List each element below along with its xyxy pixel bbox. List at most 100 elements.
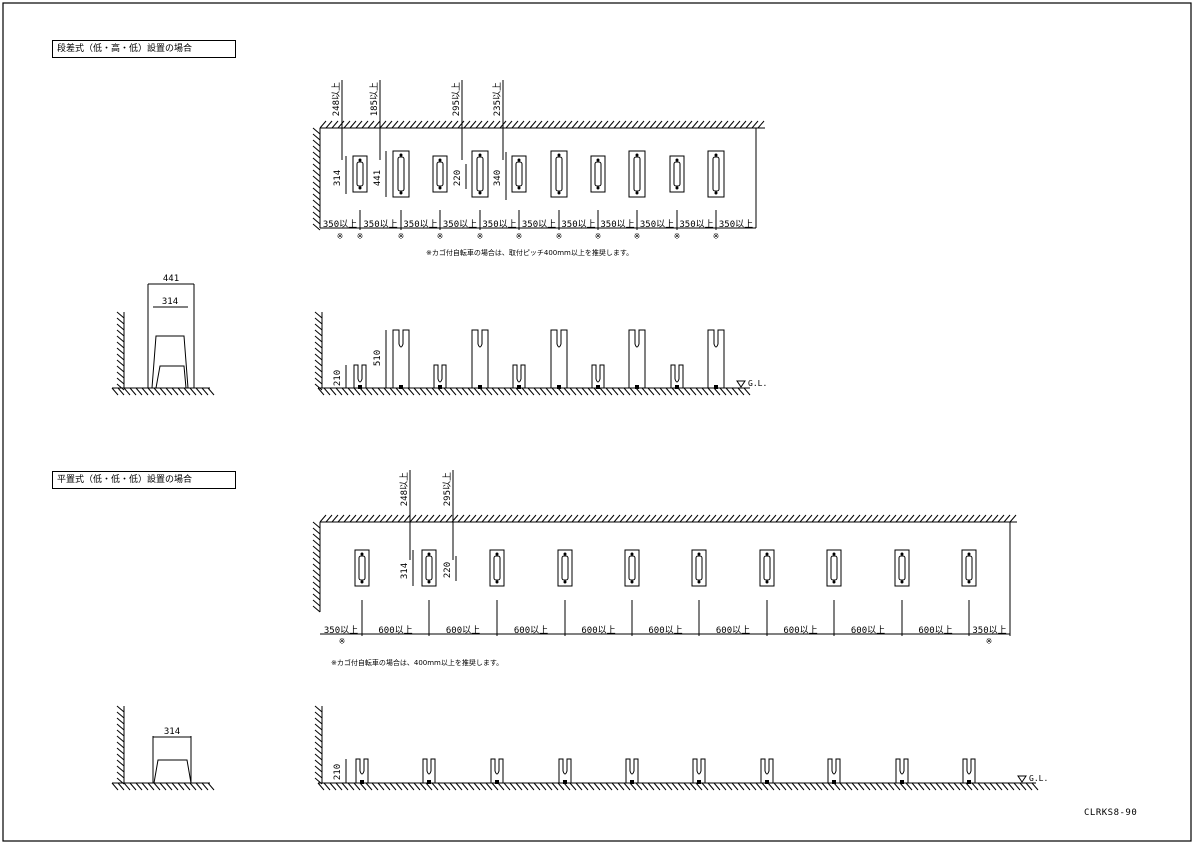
wall-side-s2-hatch <box>116 729 125 737</box>
rack-foot-s1 <box>358 385 362 389</box>
dim-gap-label-s2: 600以上 <box>378 625 412 636</box>
ground-s1-hatch <box>611 387 619 396</box>
wall-left-s1-hatch <box>312 169 321 177</box>
rack-bolt-s2 <box>967 580 971 584</box>
wall-top-s2-hatch <box>721 514 729 523</box>
ground-s2-hatch <box>545 782 553 791</box>
ground-s2-hatch <box>521 782 529 791</box>
ground-s1-hatch <box>713 387 721 396</box>
wall-side-s1-hatch <box>116 359 125 367</box>
wall-top-s2-hatch <box>661 514 669 523</box>
ground-s2-hatch <box>605 782 613 791</box>
wall-side-s2-hatch <box>116 765 125 773</box>
dim-gap-label-s1: 350以上 <box>679 219 713 230</box>
ground-s2-hatch <box>929 782 937 791</box>
wall-top-s2-hatch <box>937 514 945 523</box>
rack-foot-s1 <box>675 385 679 389</box>
rack-bolt-s2 <box>900 580 904 584</box>
dim-mark-s2: ※ <box>986 637 993 646</box>
ground-s1-hatch <box>419 387 427 396</box>
ground-s1-hatch <box>455 387 463 396</box>
ground-s2-hatch <box>737 782 745 791</box>
dim-gap-label-s2: 350以上 <box>972 625 1006 636</box>
rack-plan-s1 <box>669 155 685 193</box>
wall-top-s2-hatch <box>379 514 387 523</box>
ground-s1-hatch <box>617 387 625 396</box>
ground-s2-hatch <box>557 782 565 791</box>
ground-s2-hatch <box>581 782 589 791</box>
wall-elev-s1-hatch <box>314 311 323 319</box>
wall-top-s2-hatch <box>727 514 735 523</box>
ground-side-s2-hatch <box>135 782 143 791</box>
rack-bolt-s1 <box>675 158 679 162</box>
wall-elev-s2-hatch <box>314 705 323 713</box>
ground-s2-hatch <box>995 782 1003 791</box>
rack-bolt-s2 <box>765 552 769 556</box>
ground-side-s2-hatch <box>207 782 215 791</box>
ground-s2-hatch <box>839 782 847 791</box>
ground-s1-hatch <box>599 387 607 396</box>
wall-top-s1-hatch <box>493 120 501 129</box>
ground-s2-hatch <box>461 782 469 791</box>
ground-side-s1-hatch <box>171 387 179 396</box>
wall-top-s2-hatch <box>907 514 915 523</box>
dim-gap-label-s1: 350以上 <box>323 219 357 230</box>
wall-top-s2-hatch <box>511 514 519 523</box>
dim-top-label-s1: 248以上 <box>331 82 342 116</box>
rack-plan-s1 <box>628 150 646 198</box>
rack-bolt-s2 <box>630 552 634 556</box>
wall-top-s2-hatch <box>325 514 333 523</box>
wall-top-s1-hatch <box>751 120 759 129</box>
wall-side-s2-hatch <box>116 753 125 761</box>
ground-s2-hatch <box>413 782 421 791</box>
wall-top-s2-hatch <box>547 514 555 523</box>
wall-elev-s2-hatch <box>314 741 323 749</box>
wall-side-s1-hatch <box>116 383 125 391</box>
rack-plan-s2 <box>894 549 910 587</box>
wall-elev-s1-hatch <box>314 335 323 343</box>
rack-plan-s1 <box>352 155 368 193</box>
ground-s2-hatch <box>659 782 667 791</box>
ground-s1-hatch <box>539 387 547 396</box>
ground-s2-hatch <box>539 782 547 791</box>
dim-gap-label-s1: 350以上 <box>522 219 556 230</box>
wall-elev-s1-hatch <box>314 341 323 349</box>
ground-s1-hatch <box>317 387 325 396</box>
rack-bolt-s1 <box>557 191 561 195</box>
dim-height-label-s2: 314 <box>400 563 410 579</box>
rack-bolt-s1 <box>675 186 679 190</box>
gl-marker-s2 <box>1017 775 1027 783</box>
ground-s2-hatch <box>329 782 337 791</box>
rack-bolt-s1 <box>478 153 482 157</box>
wall-top-s1-hatch <box>475 120 483 129</box>
wall-side-s2-hatch <box>116 759 125 767</box>
ground-s2-hatch <box>671 782 679 791</box>
rack-slot-s2 <box>695 555 703 581</box>
wall-top-s2-hatch <box>799 514 807 523</box>
gl-label-s1: G.L. <box>748 379 767 388</box>
ground-side-s1-hatch <box>177 387 185 396</box>
wall-top-s1-hatch <box>505 120 513 129</box>
wall-elev-s2-hatch <box>314 717 323 725</box>
wall-top-s2-hatch <box>391 514 399 523</box>
ground-s2-hatch <box>419 782 427 791</box>
ground-s2-hatch <box>863 782 871 791</box>
ground-s2-hatch <box>617 782 625 791</box>
rack-plan-s1 <box>511 155 527 193</box>
ground-s1-hatch <box>521 387 529 396</box>
wall-top-s1-hatch <box>613 120 621 129</box>
ground-side-s2-hatch <box>183 782 191 791</box>
ground-s2-hatch <box>947 782 955 791</box>
rack-foot-s1 <box>399 385 403 389</box>
wall-top-s1-hatch <box>583 120 591 129</box>
wall-elev-s2-hatch <box>314 729 323 737</box>
wall-side-s2-hatch <box>116 735 125 743</box>
wall-top-s2-hatch <box>931 514 939 523</box>
wall-top-s1-hatch <box>445 120 453 129</box>
rack-slot-s1 <box>712 156 720 192</box>
ground-s1-hatch <box>545 387 553 396</box>
wall-top-s2-hatch <box>619 514 627 523</box>
ground-s2-hatch <box>821 782 829 791</box>
wall-elev-s2-hatch <box>314 747 323 755</box>
